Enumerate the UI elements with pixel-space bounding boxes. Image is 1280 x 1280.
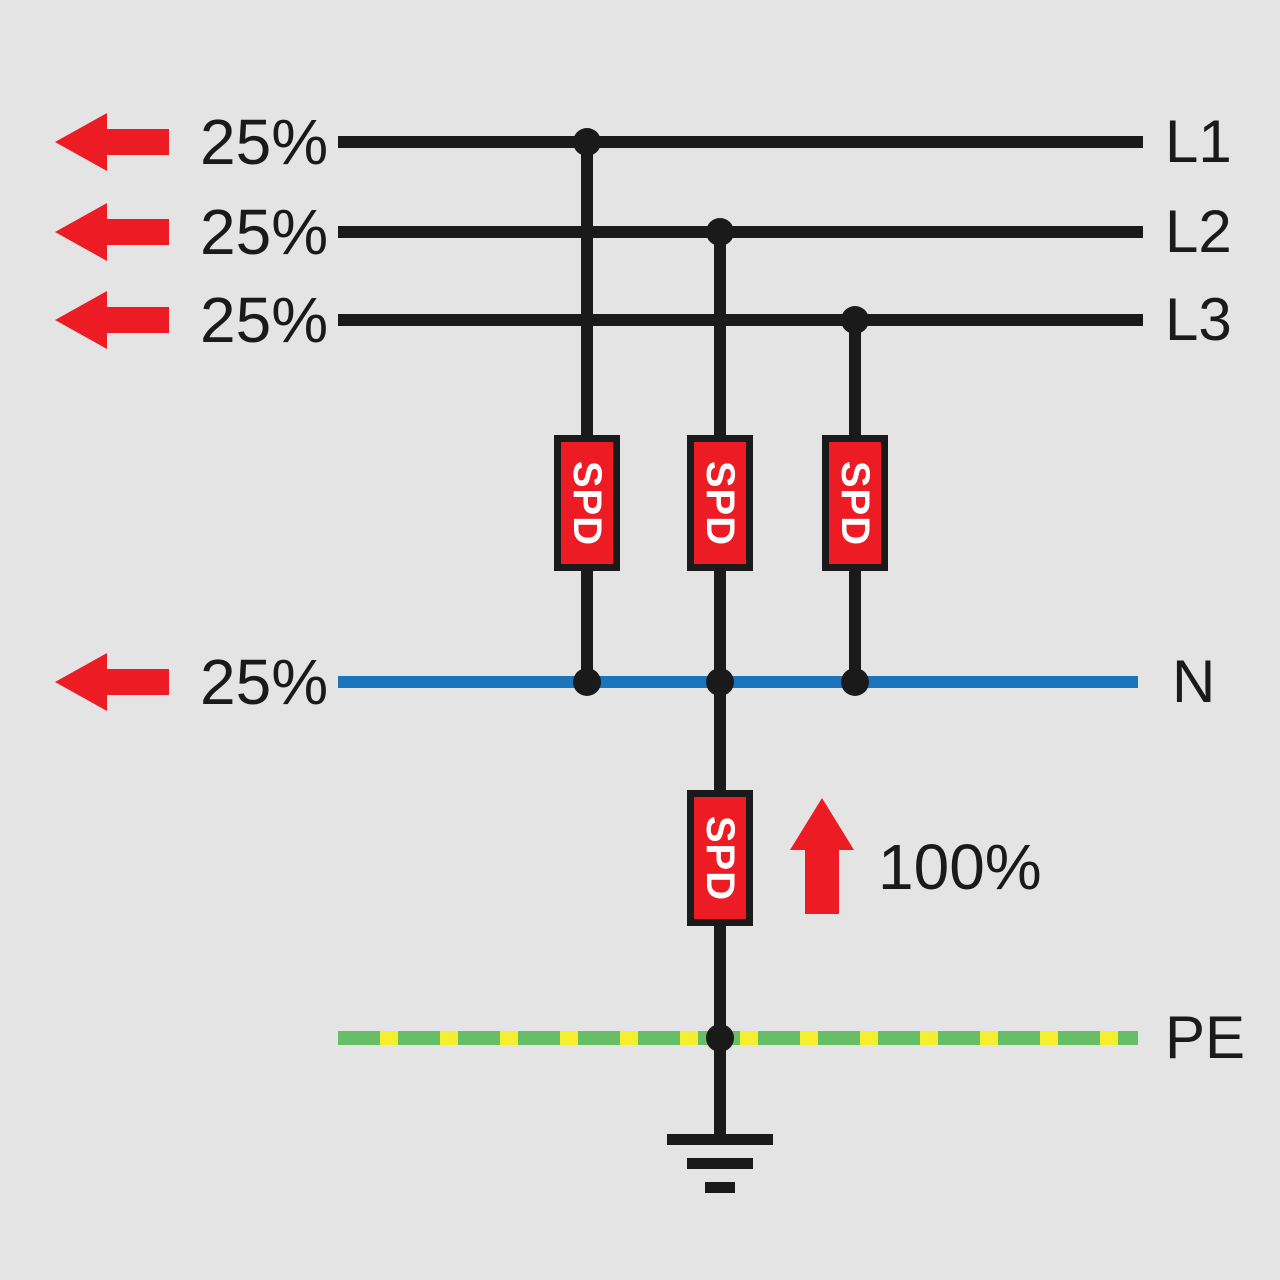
spd-device-L1: SPD (554, 435, 620, 571)
current-arrow-left-N-icon (55, 653, 169, 711)
current-arrow-left-L3-icon (55, 291, 169, 349)
current-arrow-up-PE-icon (790, 798, 854, 914)
junction-dot-N-2 (706, 668, 734, 696)
conductor-line-PE (338, 1031, 1138, 1045)
arrow-shaft (805, 850, 839, 914)
arrow-shaft (107, 307, 169, 333)
arrow-head (790, 798, 854, 850)
arrow-shaft (107, 669, 169, 695)
earth-ground-symbol-bar-3 (705, 1182, 735, 1193)
current-share-L1: 25% (200, 106, 329, 178)
junction-dot-N-3 (841, 668, 869, 696)
junction-dot-PE (706, 1024, 734, 1052)
arrow-head (55, 113, 107, 171)
spd-device-label: SPD (833, 460, 878, 546)
conductor-line-L3 (338, 314, 1143, 326)
arrow-head (55, 203, 107, 261)
conductor-line-L2 (338, 226, 1143, 238)
arrow-shaft (107, 219, 169, 245)
conductor-label-L3: L3 (1165, 286, 1232, 353)
conductor-label-L2: L2 (1165, 198, 1232, 265)
conductor-line-N (338, 676, 1138, 688)
spd-device-L3: SPD (822, 435, 888, 571)
current-total-PE: 100% (878, 831, 1042, 903)
junction-dot-N-1 (573, 668, 601, 696)
conductor-label-L1: L1 (1165, 108, 1232, 175)
current-share-N: 25% (200, 646, 329, 718)
junction-dot-L1 (573, 128, 601, 156)
conductor-label-N: N (1172, 648, 1216, 715)
arrow-head (55, 291, 107, 349)
spd-device-label: SPD (565, 460, 610, 546)
arrow-shaft (107, 129, 169, 155)
junction-dot-L2 (706, 218, 734, 246)
arrow-head (55, 653, 107, 711)
earth-ground-symbol-bar-1 (667, 1134, 773, 1145)
current-share-L3: 25% (200, 284, 329, 356)
conductor-label-PE: PE (1165, 1004, 1246, 1071)
conductor-line-L1 (338, 136, 1143, 148)
spd-device-label: SPD (698, 815, 743, 901)
earth-ground-symbol-bar-2 (687, 1158, 753, 1169)
current-arrow-left-L1-icon (55, 113, 169, 171)
branch-wire-L1-to-N (581, 142, 593, 682)
spd-device-L2: SPD (687, 435, 753, 571)
current-share-L2: 25% (200, 196, 329, 268)
current-arrow-left-L2-icon (55, 203, 169, 261)
junction-dot-L3 (841, 306, 869, 334)
spd-device-N-PE: SPD (687, 790, 753, 926)
spd-device-label: SPD (698, 460, 743, 546)
